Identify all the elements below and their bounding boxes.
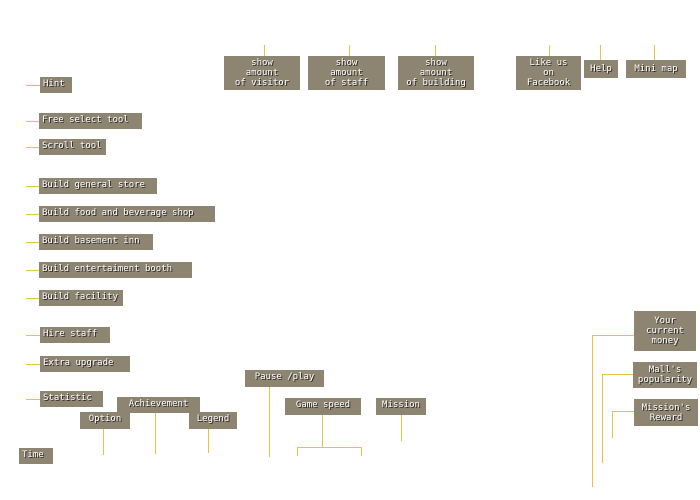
mission-reward-label: Mission's Reward bbox=[634, 399, 698, 426]
build-general-store-label: Build general store bbox=[39, 178, 157, 194]
show-visitor-label: show amount of visitor bbox=[224, 56, 300, 90]
facebook-label: Like us on Facebook bbox=[516, 56, 581, 90]
build-entertainment-booth-label: Build entertaiment booth bbox=[39, 262, 192, 278]
scroll-tool-label: Scroll tool bbox=[39, 139, 106, 155]
current-money-label: Your current money bbox=[634, 311, 696, 351]
show-building-label: show amount of building bbox=[398, 56, 474, 90]
build-food-shop-label: Build food and beverage shop bbox=[39, 206, 215, 222]
legend-label: Legend bbox=[189, 412, 237, 429]
game-speed-label: Game speed bbox=[285, 398, 361, 415]
pause-play-label: Pause /play bbox=[245, 370, 324, 387]
statistic-label: Statistic bbox=[40, 391, 103, 407]
minimap-label: Mini map bbox=[626, 60, 686, 78]
extra-upgrade-label: Extra upgrade bbox=[40, 356, 130, 372]
time-label: Time bbox=[19, 448, 53, 464]
build-basement-inn-label: Build basement inn bbox=[39, 234, 153, 250]
hint-label: Hint bbox=[40, 77, 72, 93]
help-label: Help bbox=[584, 60, 618, 78]
option-label: Option bbox=[80, 412, 130, 429]
mission-label: Mission bbox=[376, 398, 426, 415]
build-facility-label: Build facility bbox=[39, 290, 123, 306]
free-select-tool-label: Free select tool bbox=[39, 113, 142, 129]
mall-popularity-label: Mall's popularity bbox=[633, 362, 697, 388]
hire-staff-label: Hire staff bbox=[40, 327, 110, 343]
achievement-label: Achievement bbox=[117, 397, 200, 413]
show-staff-label: show amount of staff bbox=[308, 56, 385, 90]
